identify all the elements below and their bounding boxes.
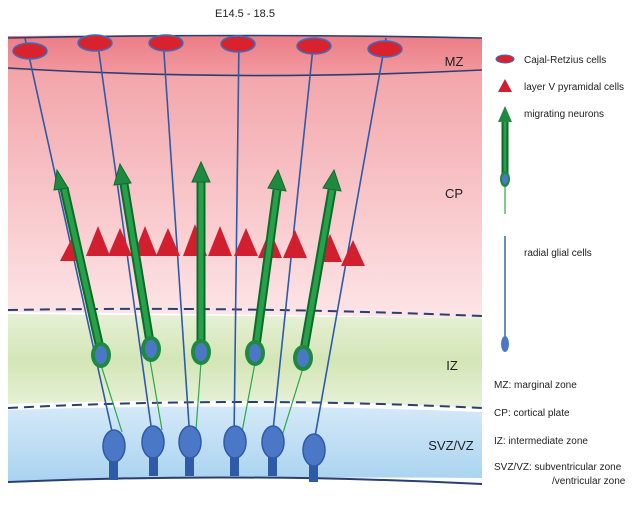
migrating-neuron — [293, 168, 342, 371]
legend-radial-glia-label: radial glial cells — [524, 248, 592, 259]
radial-glia-cell — [302, 433, 326, 482]
abbrev-mz: MZ: marginal zone — [494, 380, 577, 391]
legend-cajal-retzius-swatch — [495, 54, 515, 64]
iz-svz-boundary-line — [7, 401, 483, 409]
cajal-retzius-cells — [12, 34, 403, 60]
radial-glia-cell — [102, 429, 126, 480]
mz-band — [8, 35, 482, 75]
legend: Cajal-Retzius cells layer V pyramidal ce… — [494, 54, 626, 487]
migrating-neuron — [113, 162, 161, 362]
legend-radial-glia-swatch — [501, 236, 509, 352]
migrating-neuron — [191, 160, 211, 365]
radial-glia-cell — [261, 425, 285, 476]
legend-migrating-label: migrating neurons — [524, 109, 604, 120]
migrating-neuron — [245, 168, 287, 366]
ventricular-surface-line — [7, 476, 483, 485]
zone-label-iz: IZ — [446, 358, 458, 373]
neuron-trailing-processes — [100, 359, 304, 437]
zone-label-svz-vz: SVZ/VZ — [428, 438, 474, 453]
cp-iz-boundary-line — [7, 307, 483, 317]
legend-cajal-retzius-label: Cajal-Retzius cells — [524, 55, 606, 66]
legend-pyramidal-label: layer V pyramidal cells — [524, 82, 624, 93]
radial-glia-cell — [141, 425, 165, 476]
iz-band — [8, 314, 482, 408]
pial-surface-line — [7, 34, 483, 39]
stage-title: E14.5 - 18.5 — [215, 8, 275, 20]
abbrev-cp: CP: cortical plate — [494, 408, 570, 419]
mz-cp-boundary-line — [7, 67, 483, 77]
migrating-neurons — [53, 160, 342, 371]
abbrev-svz-vz-line-1: SVZ/VZ: subventricular zone — [494, 462, 622, 473]
radial-glia-cell — [178, 425, 202, 476]
radial-glia-cells — [102, 425, 326, 482]
migrating-neuron — [53, 168, 111, 368]
legend-pyramidal-swatch — [498, 79, 512, 92]
legend-migrating-neuron-swatch — [498, 106, 512, 214]
zone-label-mz: MZ — [445, 54, 464, 69]
zone-label-cp: CP — [445, 186, 463, 201]
abbrev-svz-vz-line-2: /ventricular zone — [552, 476, 626, 487]
abbrev-iz: IZ: intermediate zone — [494, 436, 588, 447]
radial-glia-cell — [223, 425, 247, 476]
